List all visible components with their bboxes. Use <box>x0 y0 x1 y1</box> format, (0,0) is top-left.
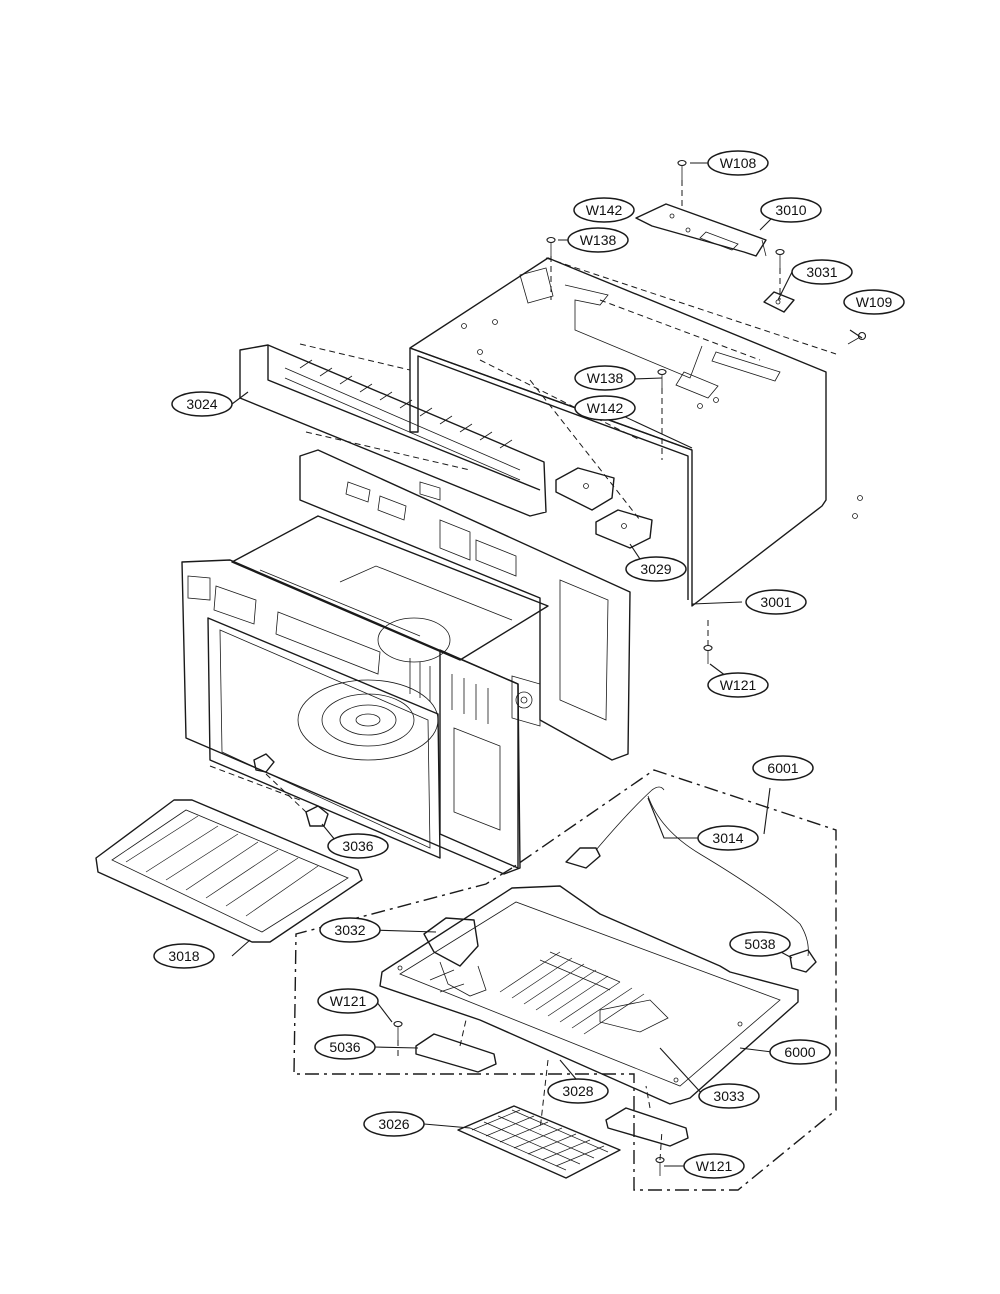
svg-text:W121: W121 <box>696 1158 733 1174</box>
svg-text:3036: 3036 <box>342 838 373 854</box>
svg-text:W108: W108 <box>720 155 757 171</box>
oven-chassis <box>181 449 631 875</box>
screw-3031 <box>775 248 785 268</box>
svg-text:3033: 3033 <box>713 1088 744 1104</box>
outer-case <box>409 257 863 607</box>
screw-w138-mid <box>657 368 667 388</box>
sensor-wire <box>565 786 817 973</box>
label-5036: 5036 <box>314 1034 376 1060</box>
base-plate <box>379 885 799 1105</box>
label-3024: 3024 <box>171 391 233 417</box>
label-w108: W108 <box>707 150 769 176</box>
screw-w108 <box>677 159 687 180</box>
label-w121-cover: W121 <box>683 1153 745 1179</box>
label-3028: 3028 <box>547 1078 609 1104</box>
svg-text:W138: W138 <box>587 370 624 386</box>
svg-text:W121: W121 <box>720 677 757 693</box>
label-6000: 6000 <box>769 1039 831 1065</box>
svg-text:5038: 5038 <box>744 936 775 952</box>
svg-text:3018: 3018 <box>168 948 199 964</box>
svg-text:6001: 6001 <box>767 760 798 776</box>
label-5038: 5038 <box>729 931 791 957</box>
label-3033: 3033 <box>698 1083 760 1109</box>
label-6001: 6001 <box>752 755 814 781</box>
svg-text:W142: W142 <box>587 400 624 416</box>
label-3029: 3029 <box>625 556 687 582</box>
svg-text:3031: 3031 <box>806 264 837 280</box>
svg-text:W142: W142 <box>586 202 623 218</box>
part-labels: W108 W142 3010 W138 3031 W109 3024 W138 … <box>153 150 905 1179</box>
label-w121-case: W121 <box>707 672 769 698</box>
label-w109: W109 <box>843 289 905 315</box>
screw-w121-case <box>703 644 713 664</box>
screw-w109 <box>847 331 867 345</box>
fan-motor <box>423 917 487 997</box>
label-3026: 3026 <box>363 1111 425 1137</box>
svg-text:5036: 5036 <box>329 1039 360 1055</box>
svg-text:W121: W121 <box>330 993 367 1009</box>
label-3031: 3031 <box>791 259 853 285</box>
small-bracket <box>763 291 795 313</box>
svg-text:W109: W109 <box>856 294 893 310</box>
assembly-boundary-6001 <box>293 769 837 1191</box>
vent-grille <box>239 344 547 517</box>
label-w121-base: W121 <box>317 988 379 1014</box>
label-w138-mid: W138 <box>574 365 636 391</box>
screw-w138-top <box>546 236 556 256</box>
door-latch-parts <box>253 753 329 827</box>
svg-text:6000: 6000 <box>784 1044 815 1060</box>
leader-lines <box>231 162 863 1167</box>
label-3001: 3001 <box>745 589 807 615</box>
label-w142-mid: W142 <box>574 395 636 421</box>
svg-text:3032: 3032 <box>334 922 365 938</box>
label-3010: 3010 <box>760 197 822 223</box>
top-bracket <box>635 203 767 257</box>
assembly-lines <box>209 180 837 1161</box>
svg-text:3026: 3026 <box>378 1116 409 1132</box>
charcoal-filter <box>457 1105 621 1179</box>
svg-text:3010: 3010 <box>775 202 806 218</box>
screw-w121-base <box>393 1020 403 1040</box>
svg-text:W138: W138 <box>580 232 617 248</box>
svg-text:3024: 3024 <box>186 396 217 412</box>
svg-text:3028: 3028 <box>562 1083 593 1099</box>
svg-text:3001: 3001 <box>760 594 791 610</box>
svg-text:3014: 3014 <box>712 830 743 846</box>
label-w138-top: W138 <box>567 227 629 253</box>
drip-tray <box>95 799 363 943</box>
lamp-covers <box>415 1033 689 1147</box>
label-3032: 3032 <box>319 917 381 943</box>
screw-w121-cover <box>655 1156 665 1176</box>
label-3014: 3014 <box>697 825 759 851</box>
label-w142-top: W142 <box>573 197 635 223</box>
label-3018: 3018 <box>153 943 215 969</box>
label-3036: 3036 <box>327 833 389 859</box>
mounting-bracket <box>555 467 653 549</box>
svg-text:3029: 3029 <box>640 561 671 577</box>
screws <box>393 159 867 1176</box>
